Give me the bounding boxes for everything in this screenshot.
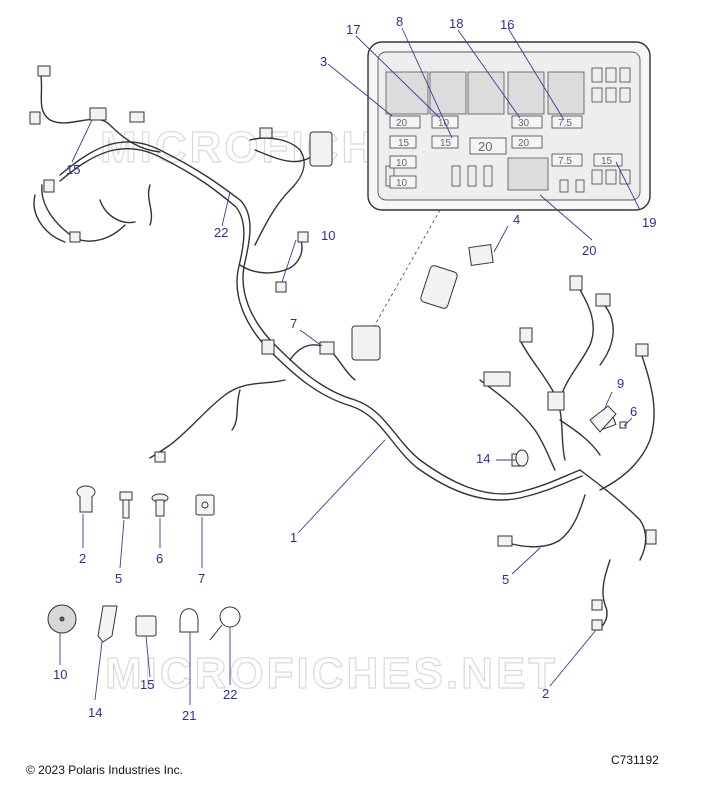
callout-numbers: 1 2 2 3 4 5 5 6 6 7 7 8 9 10 10 14 14 15… — [53, 14, 656, 723]
callout-9: 9 — [617, 376, 624, 391]
callout-6: 6 — [630, 404, 637, 419]
callout-19: 19 — [642, 215, 656, 230]
callout-2: 2 — [79, 551, 86, 566]
callout-15: 15 — [140, 677, 154, 692]
callout-22: 22 — [214, 225, 228, 240]
fuse-rating: 30 — [518, 118, 530, 129]
callout-7: 7 — [198, 571, 205, 586]
callout-14: 14 — [88, 705, 102, 720]
callout-6: 6 — [156, 551, 163, 566]
callout-10: 10 — [321, 228, 335, 243]
callout-7: 7 — [290, 316, 297, 331]
fuse-rating: 10 — [438, 118, 450, 129]
callout-1: 1 — [290, 530, 297, 545]
fuse-rating: 15 — [440, 138, 452, 149]
callout-21: 21 — [182, 708, 196, 723]
copyright-notice: © 2023 Polaris Industries Inc. — [26, 763, 183, 777]
callout-20: 20 — [582, 243, 596, 258]
callout-18: 18 — [449, 16, 463, 31]
callout-5: 5 — [115, 571, 122, 586]
callout-3: 3 — [320, 54, 327, 69]
fuse-rating: 20 — [478, 139, 492, 154]
fuse-rating: 7.5 — [558, 118, 572, 129]
callout-14: 14 — [476, 451, 490, 466]
callout-22: 22 — [223, 687, 237, 702]
figure-code: C731192 — [611, 753, 659, 767]
callout-15: 15 — [66, 162, 80, 177]
callout-5: 5 — [502, 572, 509, 587]
callout-4: 4 — [513, 212, 520, 227]
fuse-rating: 10 — [396, 158, 408, 169]
callout-8: 8 — [396, 14, 403, 29]
callout-16: 16 — [500, 17, 514, 32]
callout-10: 10 — [53, 667, 67, 682]
fuse-rating: 15 — [601, 156, 613, 167]
loose-parts — [47, 405, 627, 643]
fuse-rating: 20 — [396, 118, 408, 129]
watermark-bottom: MICROFICHES.NET — [105, 649, 558, 698]
fuse-rating: 20 — [518, 138, 530, 149]
fuse-box-inset: 20 10 30 7.5 15 15 20 20 10 7.5 15 10 — [367, 41, 651, 211]
callout-leaders — [59, 27, 641, 705]
fuse-rating: 7.5 — [558, 156, 572, 167]
callout-2: 2 — [542, 686, 549, 701]
fuse-rating: 10 — [396, 178, 408, 189]
fuse-rating: 15 — [398, 138, 410, 149]
callout-17: 17 — [346, 22, 360, 37]
fuse-box-reference-line — [371, 209, 441, 331]
